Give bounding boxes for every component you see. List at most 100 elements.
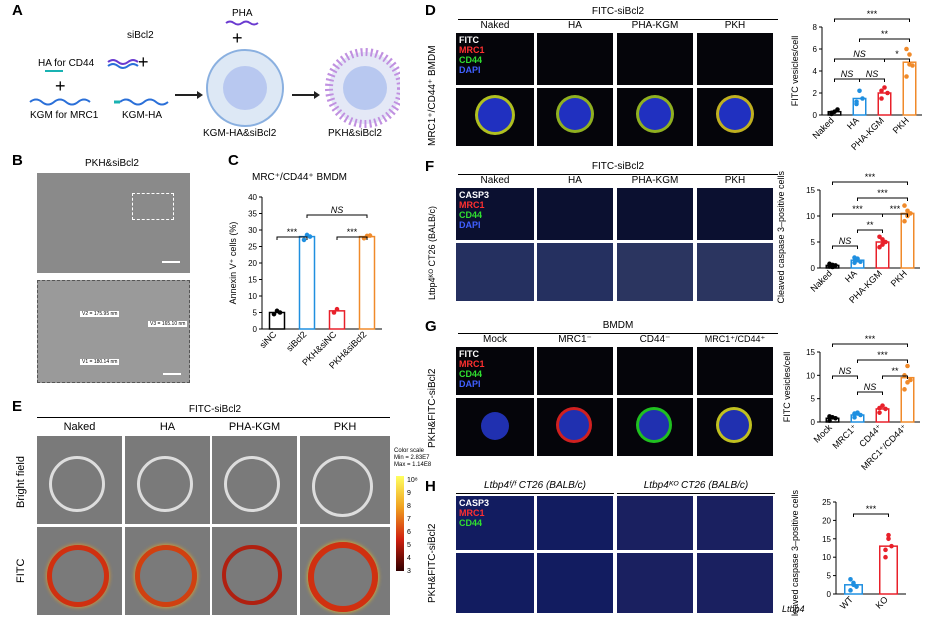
micrograph bbox=[697, 347, 773, 395]
column-header: Mock bbox=[483, 334, 507, 345]
significance-label: *** bbox=[890, 204, 901, 214]
bright-field-image bbox=[125, 436, 210, 524]
micrograph bbox=[617, 347, 693, 395]
panel-label-a: A bbox=[12, 2, 23, 19]
bar bbox=[900, 212, 915, 269]
x-tick-label: PKH bbox=[889, 268, 909, 288]
fitc-image bbox=[300, 527, 390, 615]
panel-label-h: H bbox=[425, 478, 436, 495]
data-point bbox=[886, 532, 891, 538]
significance-bracket bbox=[882, 213, 908, 217]
tissue-image bbox=[617, 188, 693, 240]
significance-label: NS bbox=[839, 236, 852, 246]
column-header: PHA-KGM bbox=[631, 20, 679, 31]
data-point bbox=[852, 411, 857, 416]
x-tick-label: MRC1⁺ bbox=[830, 422, 859, 451]
significance-bracket bbox=[834, 18, 910, 22]
y-tick-label: 10 bbox=[248, 292, 257, 301]
tissue-image bbox=[617, 496, 693, 550]
data-point bbox=[827, 418, 832, 423]
data-point bbox=[902, 203, 907, 208]
stain-mrc1: MRC1 bbox=[459, 45, 485, 55]
y-tick-label: 15 bbox=[822, 535, 831, 544]
tissue-image bbox=[617, 243, 693, 301]
y-tick-label: 5 bbox=[827, 572, 832, 581]
stain-casp3: CASP3 bbox=[459, 498, 490, 508]
x-tick-label: Mock bbox=[812, 422, 835, 445]
bar bbox=[875, 241, 890, 269]
micrograph bbox=[537, 33, 613, 85]
bar bbox=[850, 414, 865, 423]
header-rule bbox=[456, 493, 614, 494]
header-rule bbox=[37, 417, 390, 418]
tissue-image bbox=[456, 553, 534, 613]
column-header: MRC1⁻ bbox=[558, 334, 592, 345]
panel-b-title: PKH&siBcl2 bbox=[85, 158, 139, 169]
y-tick-label: 0 bbox=[811, 418, 816, 427]
column-header: HA bbox=[568, 20, 582, 31]
tissue-image bbox=[697, 553, 773, 613]
tissue-image bbox=[697, 496, 773, 550]
data-point bbox=[907, 62, 912, 67]
tissue-image bbox=[456, 243, 534, 301]
significance-bracket bbox=[832, 375, 858, 379]
stain-mrc1: MRC1 bbox=[459, 508, 485, 518]
data-point bbox=[334, 306, 340, 312]
data-point bbox=[905, 380, 910, 385]
y-tick-label: 10 bbox=[822, 553, 831, 562]
y-tick-label: 0 bbox=[813, 111, 818, 120]
sirna-strand bbox=[107, 63, 139, 69]
significance-bracket bbox=[859, 38, 910, 42]
stain-cd44: CD44 bbox=[459, 518, 483, 528]
column-header: CD44⁻ bbox=[639, 334, 671, 345]
y-tick-label: 5 bbox=[253, 309, 258, 318]
significance-label: *** bbox=[877, 350, 888, 360]
data-point bbox=[886, 536, 891, 542]
bar bbox=[902, 61, 917, 116]
y-tick-label: 15 bbox=[248, 276, 257, 285]
sirna-strand bbox=[107, 59, 139, 65]
data-point bbox=[902, 218, 907, 224]
column-header: MRC1⁺/CD44⁺ bbox=[704, 334, 766, 344]
kgm-ha-strand bbox=[119, 98, 169, 106]
kgm-strand bbox=[29, 98, 91, 106]
x-tick-label: KO bbox=[874, 594, 890, 610]
arrow-icon bbox=[197, 91, 203, 99]
tissue-image bbox=[617, 553, 693, 613]
significance-label: NS bbox=[853, 49, 866, 59]
x-tick-label: MRC1⁺/CD44⁺ bbox=[859, 422, 909, 472]
y-tick-label: 10 bbox=[806, 371, 815, 380]
data-point bbox=[883, 547, 888, 553]
header-rule bbox=[458, 19, 778, 20]
micrograph bbox=[617, 33, 693, 85]
y-tick-label: 0 bbox=[253, 325, 258, 334]
pkh-sibcl2-label: PKH&siBcl2 bbox=[328, 128, 382, 139]
significance-bracket bbox=[832, 245, 858, 249]
data-point bbox=[851, 582, 856, 588]
arrow-icon bbox=[314, 91, 320, 99]
data-point bbox=[907, 52, 912, 57]
data-point bbox=[271, 311, 277, 317]
data-point bbox=[854, 99, 859, 105]
ha-for-cd44-label: HA for CD44 bbox=[38, 58, 95, 69]
micrograph bbox=[617, 88, 693, 146]
sem-image-zoom: V2 = 175.95 nm V3 = 165.10 nm V1 = 180.1… bbox=[37, 280, 190, 383]
panel-f-group-title: FITC-siBcl2 bbox=[591, 161, 645, 172]
column-header: HA bbox=[568, 175, 582, 186]
row-label: Bright field bbox=[15, 456, 27, 508]
significance-label: NS bbox=[866, 69, 879, 79]
bar bbox=[875, 408, 890, 423]
data-point bbox=[883, 406, 888, 412]
significance-label: *** bbox=[865, 334, 876, 344]
schematic-diagram bbox=[29, 20, 400, 128]
color-scale-bar bbox=[396, 476, 404, 571]
row-label: FITC bbox=[15, 558, 27, 583]
column-header: Naked bbox=[480, 175, 510, 186]
stain-dapi: DAPI bbox=[459, 379, 481, 389]
x-tick-label: HA bbox=[843, 268, 859, 284]
y-tick-label: 25 bbox=[248, 243, 257, 252]
header-rule bbox=[458, 174, 778, 175]
